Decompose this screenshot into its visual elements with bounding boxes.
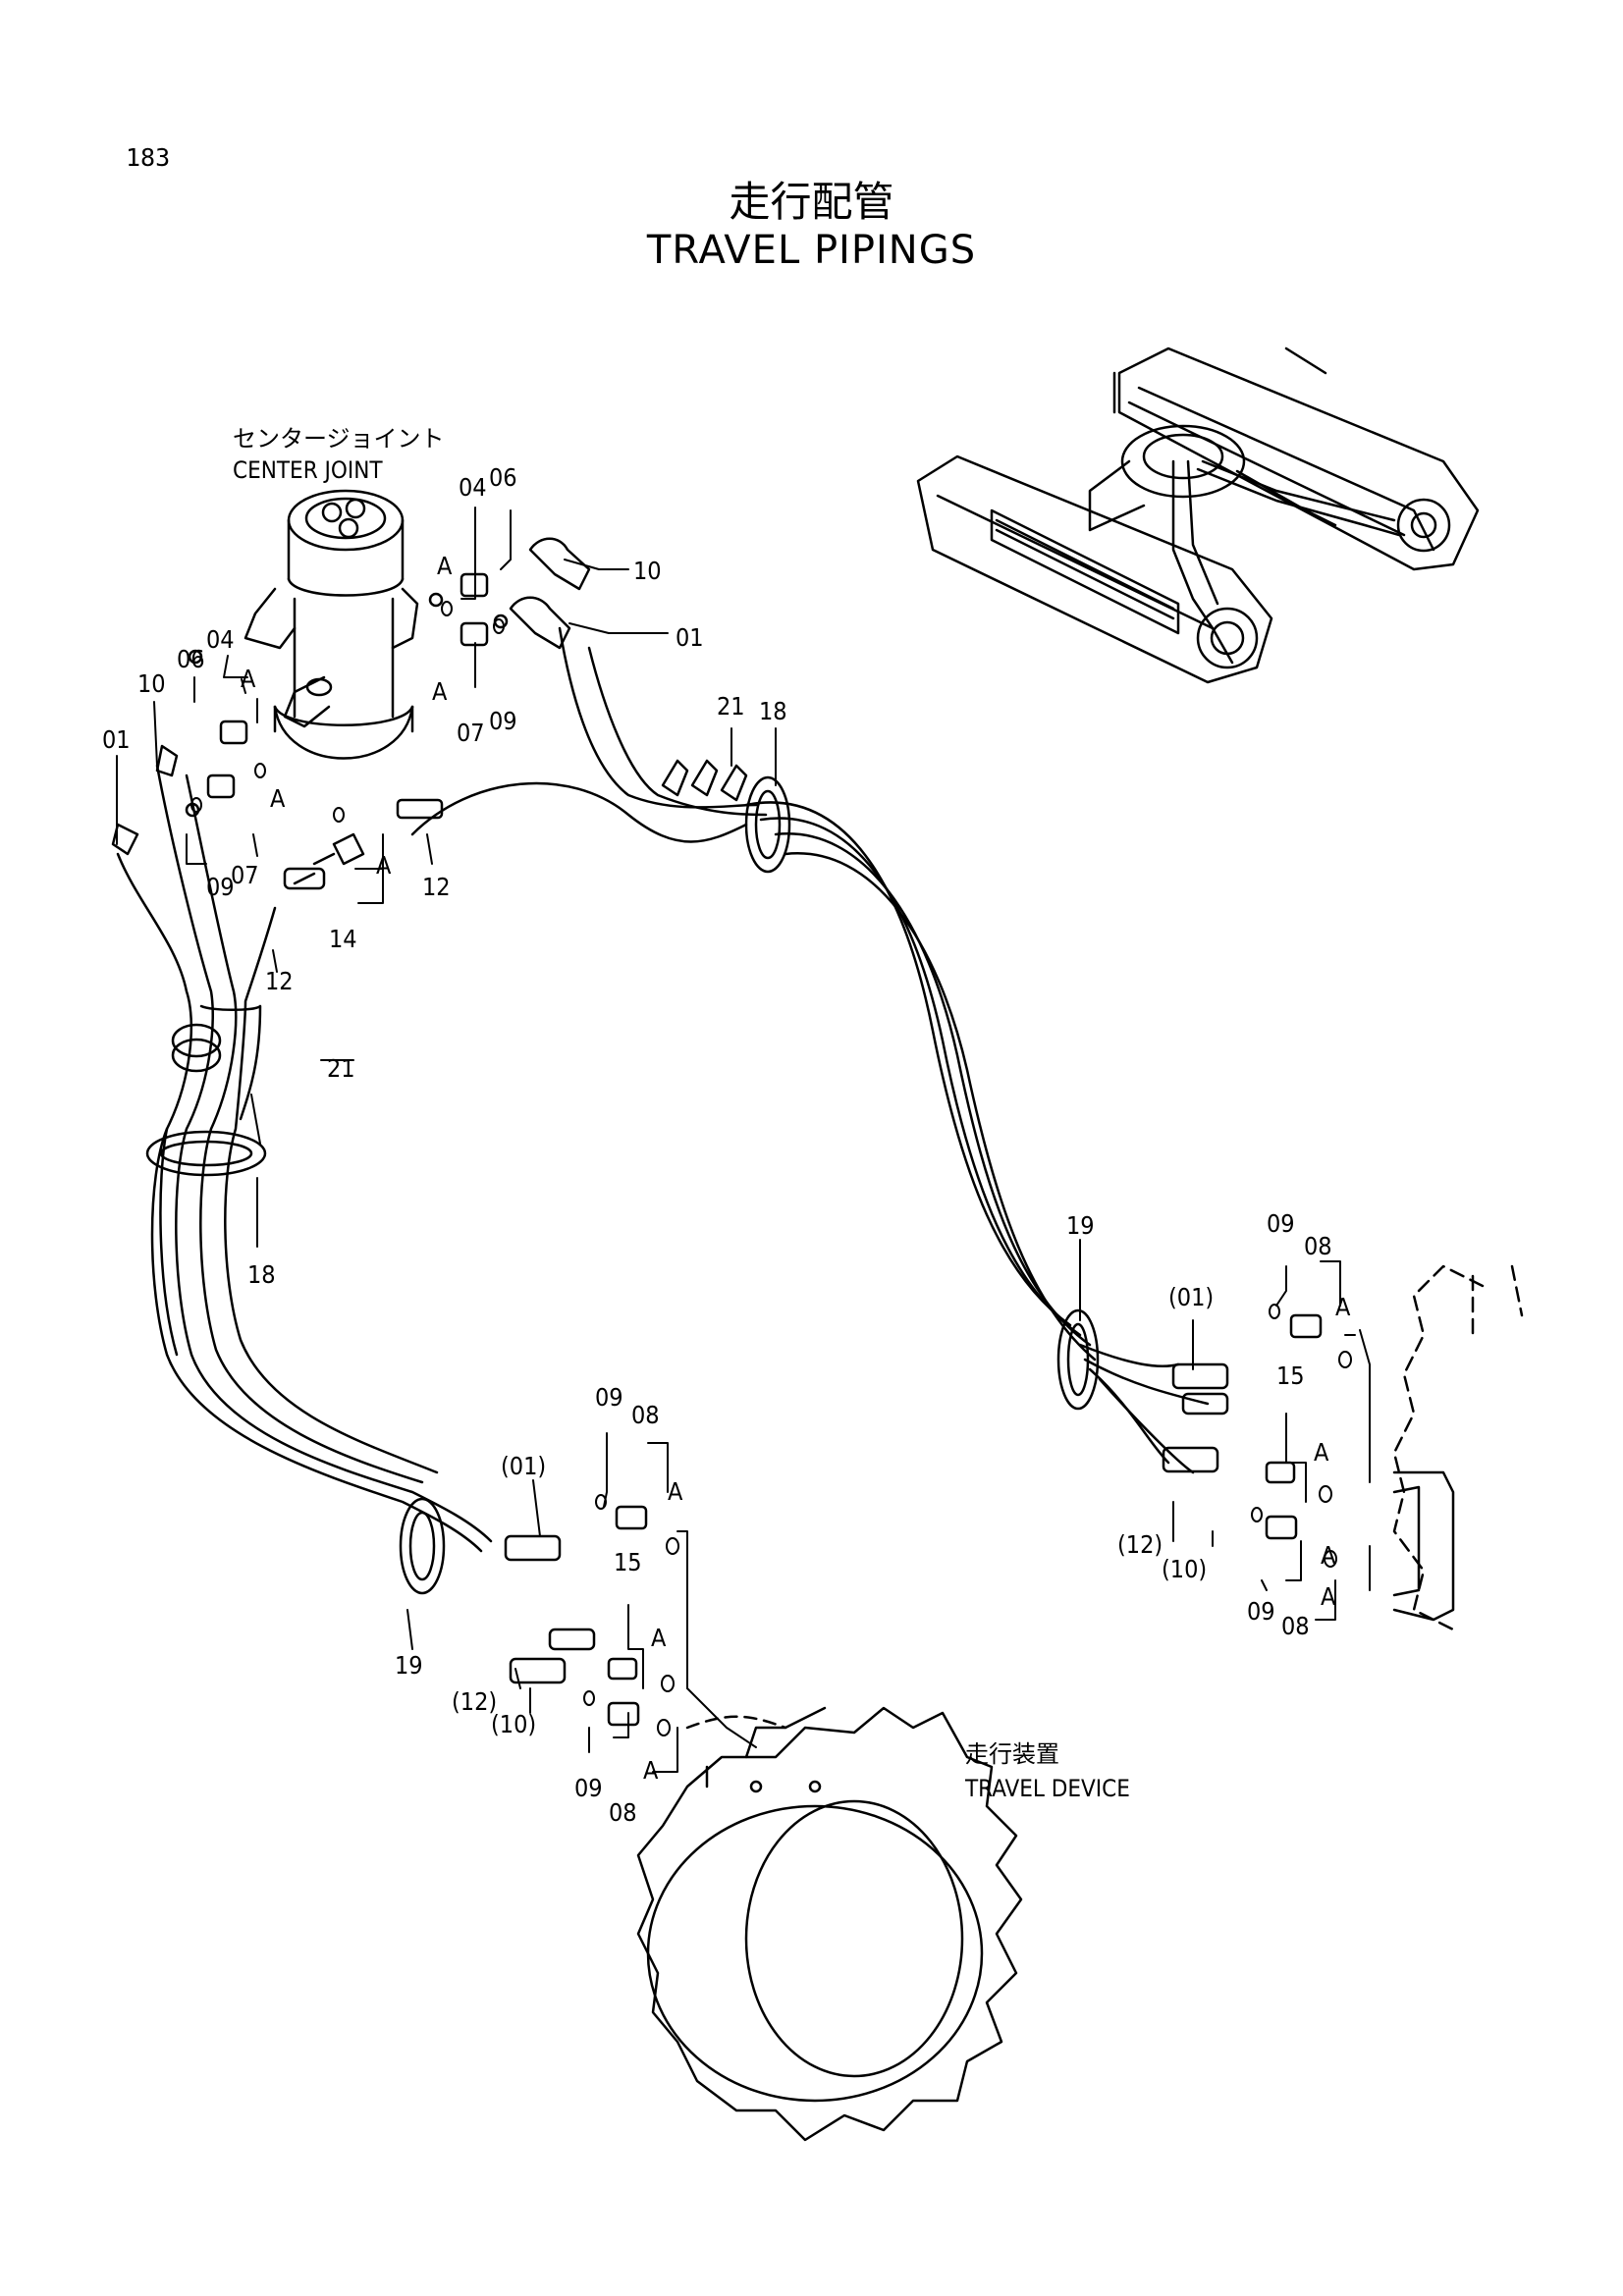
travel-device-right-illustration [1392, 1264, 1524, 1631]
callout-part-09: 09 [574, 1774, 603, 1802]
callout-part-09: 09 [595, 1383, 623, 1412]
callout-part-18: 18 [247, 1260, 276, 1289]
callout-symbol-a: A [437, 552, 453, 580]
center-joint-illustration [243, 489, 419, 760]
page-title-english: TRAVEL PIPINGS [646, 228, 977, 273]
callout-symbol-a: A [1321, 1541, 1336, 1570]
callout-part-01-ref: (01) [1168, 1283, 1214, 1311]
callout-part-08: 08 [609, 1798, 637, 1827]
callout-symbol-a: A [432, 677, 448, 706]
hose-bundle-left [116, 764, 493, 1553]
callout-part-19: 19 [395, 1651, 423, 1680]
callout-part-15: 15 [1276, 1362, 1305, 1390]
o-rings [190, 601, 1352, 1736]
hose-bundle-right [410, 626, 1210, 1474]
callout-part-12-ref: (12) [452, 1687, 497, 1716]
callout-part-08: 08 [1281, 1612, 1310, 1640]
travel-device-label-en: TRAVEL DEVICE [964, 1775, 1130, 1802]
callout-part-09: 09 [1247, 1597, 1275, 1626]
callout-part-09: 09 [206, 873, 235, 901]
callout-part-04: 04 [206, 625, 235, 654]
callout-symbol-a: A [241, 665, 256, 693]
callout-part-12: 12 [265, 967, 294, 995]
callout-part-10: 10 [137, 669, 166, 698]
callout-symbol-a: A [651, 1624, 667, 1652]
callout-part-07: 07 [231, 861, 259, 889]
callout-part-01: 01 [102, 725, 131, 754]
callout-part-06: 06 [177, 645, 205, 673]
callout-part-06: 06 [489, 463, 517, 492]
callout-part-14: 14 [329, 925, 357, 953]
callout-part-18: 18 [759, 697, 787, 725]
callout-part-01: 01 [676, 623, 704, 652]
travel-device-right-motor [1392, 1470, 1455, 1622]
callout-part-08: 08 [631, 1401, 660, 1429]
callout-part-12: 12 [422, 873, 451, 901]
callout-part-01-ref: (01) [501, 1452, 546, 1480]
callout-symbol-a: A [376, 851, 392, 880]
callout-part-10-ref: (10) [491, 1710, 536, 1738]
page-title-japanese: 走行配管 [729, 178, 894, 226]
center-joint-label-en: CENTER JOINT [233, 456, 383, 484]
callout-symbol-a: A [643, 1756, 659, 1785]
callout-symbol-a: A [1335, 1293, 1351, 1321]
callout-part-12-ref: (12) [1117, 1530, 1163, 1559]
callout-part-09: 09 [1267, 1209, 1295, 1238]
travel-device-label-jp: 走行装置 [965, 1740, 1059, 1768]
callout-symbol-a: A [270, 784, 286, 813]
callout-part-08: 08 [1304, 1232, 1332, 1260]
callout-part-21: 21 [717, 692, 745, 721]
callout-part-10-ref: (10) [1162, 1555, 1207, 1583]
machine-overview-illustration [916, 347, 1480, 684]
hose-clamps [145, 759, 1100, 1595]
callout-part-09: 09 [489, 707, 517, 735]
callout-part-21: 21 [327, 1054, 355, 1083]
callout-part-15: 15 [614, 1548, 642, 1576]
callout-symbol-a: A [668, 1477, 683, 1506]
leader-lines [116, 507, 1371, 1773]
center-joint-fittings [111, 537, 591, 890]
callout-symbol-a: A [1314, 1438, 1329, 1467]
callout-part-19: 19 [1066, 1211, 1095, 1240]
callout-symbol-a: A [1321, 1582, 1336, 1611]
page-number: 183 [126, 143, 171, 172]
callout-part-04: 04 [459, 473, 487, 502]
center-joint-label-jp: センタージョイント [233, 425, 445, 453]
callout-part-07: 07 [457, 719, 485, 747]
travel-device-lower-illustration [636, 1706, 1023, 2142]
callout-part-10: 10 [633, 557, 662, 585]
travel-device-fittings [504, 1313, 1323, 1727]
